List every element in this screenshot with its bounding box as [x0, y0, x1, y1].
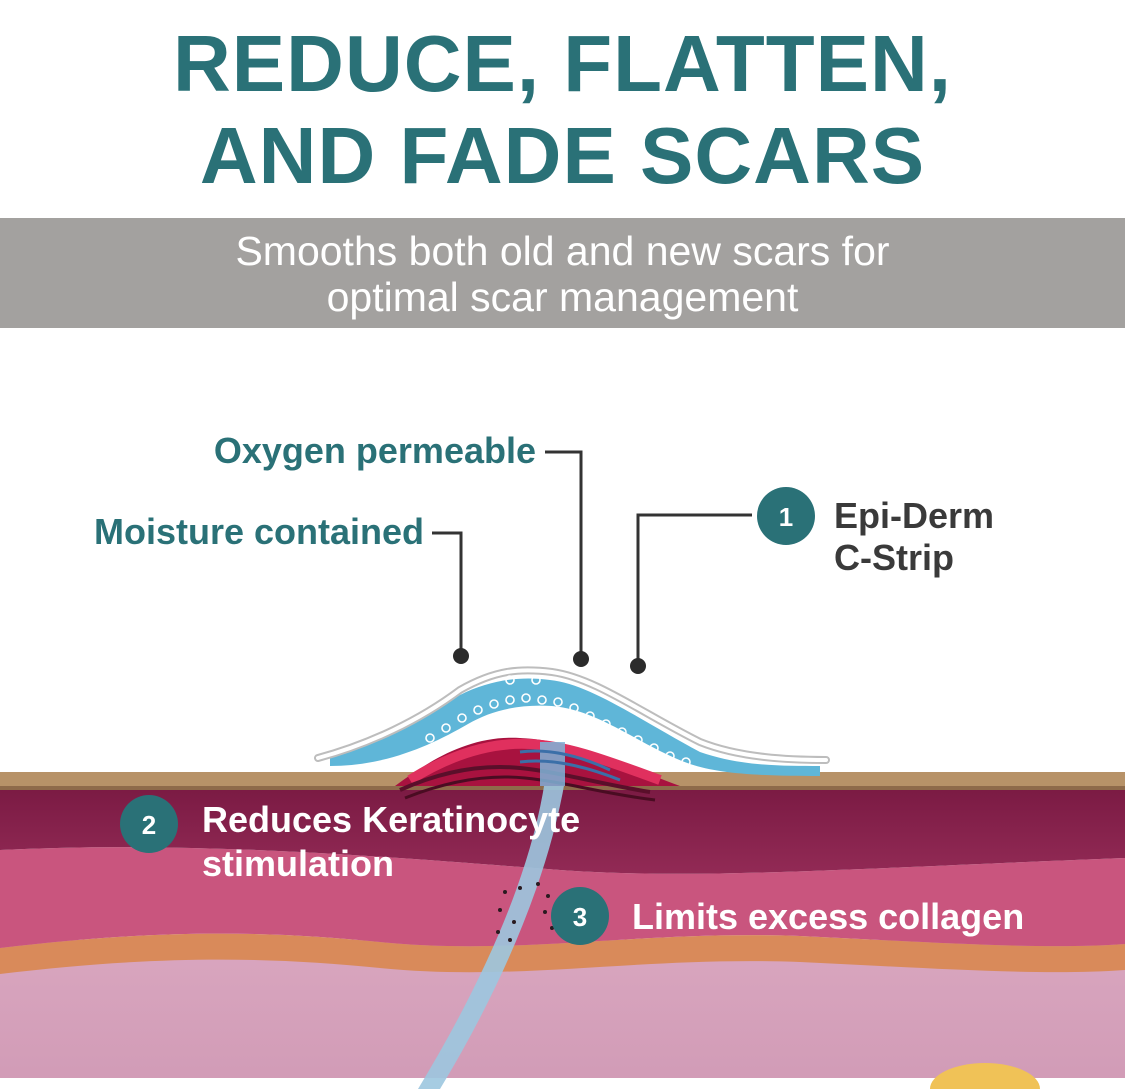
- step-1-number: 1: [779, 502, 793, 532]
- subheadline: Smooths both old and new scars for optim…: [0, 228, 1125, 320]
- step-3-badge: [551, 887, 609, 945]
- moisture-leader: [432, 531, 463, 656]
- oxygen-permeable-label: Oxygen permeable: [214, 430, 536, 471]
- silicone-strip: [314, 666, 830, 776]
- fat-cell-shape: [930, 1063, 1040, 1089]
- collagen-channel: [418, 780, 565, 1089]
- step-3-number: 3: [573, 902, 587, 932]
- oxygen-leader: [545, 450, 583, 658]
- headline-line-2: AND FADE SCARS: [199, 111, 926, 200]
- strip-leader: [636, 513, 752, 665]
- step-3-text: Limits excess collagen: [632, 896, 1024, 937]
- step-2-badge: [120, 795, 178, 853]
- oxygen-leader-dot: [573, 651, 589, 667]
- step-2-number: 2: [142, 810, 156, 840]
- step-1-title-line-2: C-Strip: [834, 537, 954, 578]
- step-2-text-line-2: stimulation: [202, 843, 394, 884]
- headline-line-1: REDUCE, FLATTEN,: [173, 19, 952, 108]
- skin-layers: [0, 772, 1125, 1089]
- step-2-text-line-1: Reduces Keratinocyte: [202, 799, 580, 840]
- collagen-dots: [496, 882, 554, 942]
- step-1-title-line-1: Epi-Derm: [834, 495, 994, 536]
- fat-layer-line: [0, 933, 1125, 974]
- subheadline-line-2: optimal scar management: [326, 274, 799, 320]
- raised-scar: [395, 737, 680, 802]
- strip-leader-dot: [630, 658, 646, 674]
- moisture-leader-dot: [453, 648, 469, 664]
- subheadline-line-1: Smooths both old and new scars for: [235, 228, 890, 274]
- moisture-contained-label: Moisture contained: [94, 511, 424, 552]
- step-1-badge: [757, 487, 815, 545]
- upper-dermis-layer: [0, 786, 1125, 874]
- subheadline-band: Smooths both old and new scars for optim…: [0, 218, 1125, 328]
- leader-lines: [432, 450, 752, 665]
- headline: REDUCE, FLATTEN, AND FADE SCARS: [0, 18, 1125, 202]
